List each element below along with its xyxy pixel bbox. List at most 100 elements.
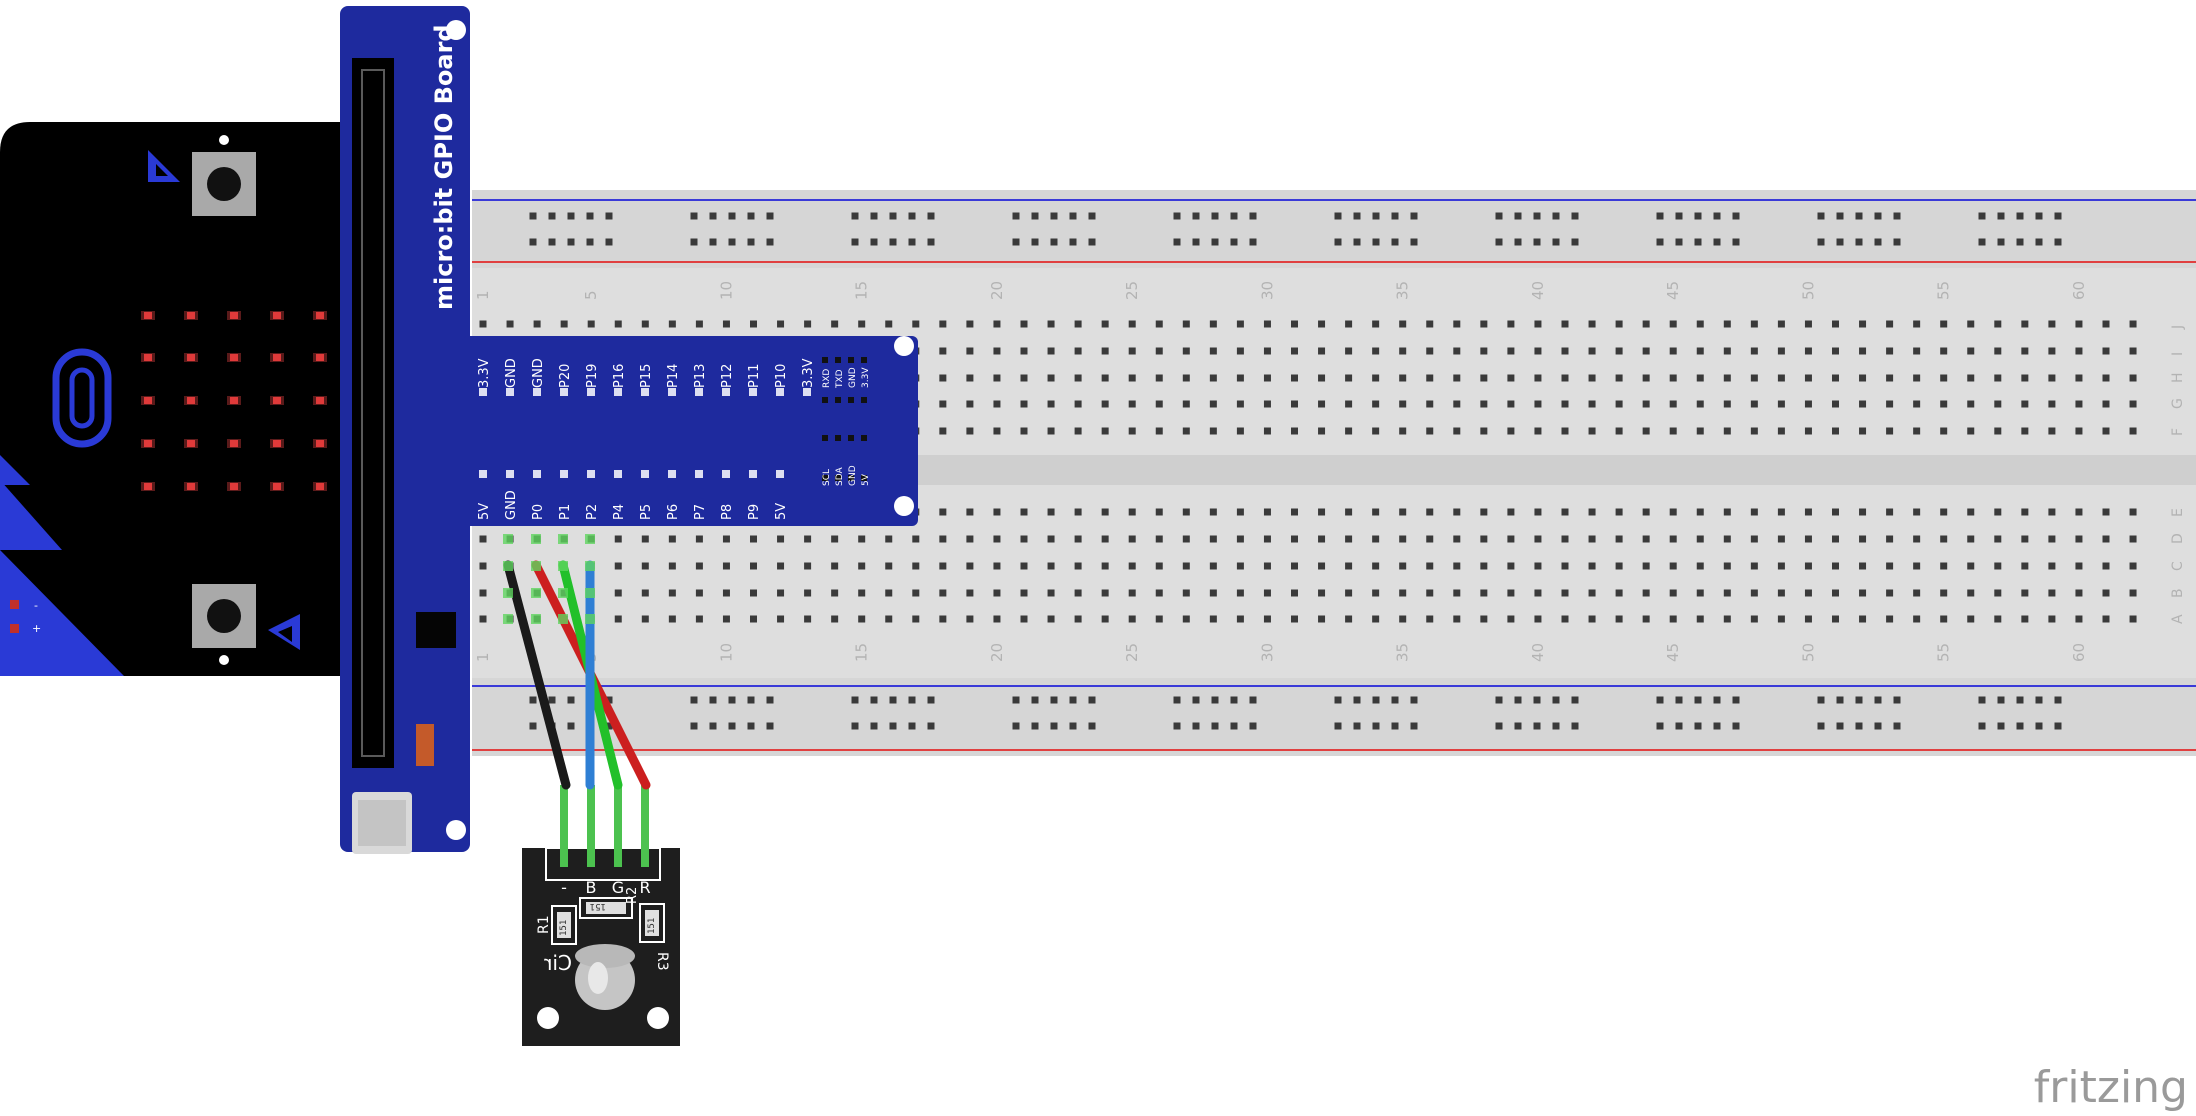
rail-hole[interactable] <box>1514 722 1522 730</box>
terminal-hole[interactable] <box>2048 374 2056 382</box>
terminal-hole[interactable] <box>1209 374 1217 382</box>
terminal-hole[interactable] <box>1345 535 1353 543</box>
terminal-hole[interactable] <box>1615 374 1623 382</box>
terminal-hole[interactable] <box>1263 374 1271 382</box>
terminal-hole[interactable] <box>1291 562 1298 570</box>
terminal-hole[interactable] <box>2021 400 2029 408</box>
rail-hole[interactable] <box>1031 722 1039 730</box>
rail-hole[interactable] <box>1694 696 1702 704</box>
rail-hole[interactable] <box>1978 212 1986 220</box>
rail-hole[interactable] <box>1997 212 2005 220</box>
button-a[interactable] <box>192 135 256 216</box>
rail-hole[interactable] <box>2035 696 2043 704</box>
terminal-hole[interactable] <box>1507 535 1515 543</box>
header-pin[interactable] <box>560 470 568 478</box>
terminal-hole[interactable] <box>614 320 622 328</box>
rail-hole[interactable] <box>1893 238 1901 246</box>
terminal-hole[interactable] <box>2102 347 2110 355</box>
terminal-hole[interactable] <box>1263 589 1271 597</box>
terminal-hole[interactable] <box>479 320 487 328</box>
terminal-hole[interactable] <box>2102 508 2110 516</box>
terminal-hole[interactable] <box>1426 589 1434 597</box>
terminal-hole[interactable] <box>1074 347 1082 355</box>
terminal-hole[interactable] <box>1209 400 1217 408</box>
terminal-hole[interactable] <box>1074 374 1082 382</box>
terminal-hole[interactable] <box>912 320 920 328</box>
terminal-hole[interactable] <box>1859 562 1867 570</box>
rail-hole[interactable] <box>1855 238 1863 246</box>
rail-hole[interactable] <box>1410 722 1418 730</box>
ground-wire[interactable] <box>503 560 571 790</box>
rail-hole[interactable] <box>851 696 859 704</box>
terminal-hole[interactable] <box>1209 347 1217 355</box>
terminal-hole[interactable] <box>1642 374 1650 382</box>
rail-hole[interactable] <box>1410 696 1418 704</box>
terminal-hole[interactable] <box>1994 374 2002 382</box>
rail-hole[interactable] <box>747 212 755 220</box>
terminal-hole[interactable] <box>750 535 757 543</box>
terminal-hole[interactable] <box>2021 374 2029 382</box>
terminal-hole[interactable] <box>750 320 757 328</box>
header-pin[interactable] <box>614 470 622 478</box>
terminal-hole[interactable] <box>1291 320 1298 328</box>
rail-hole[interactable] <box>1836 722 1844 730</box>
rail-hole[interactable] <box>1088 238 1096 246</box>
terminal-hole[interactable] <box>1453 562 1461 570</box>
terminal-hole[interactable] <box>1588 320 1596 328</box>
terminal-hole[interactable] <box>1994 347 2002 355</box>
terminal-hole[interactable] <box>1886 562 1894 570</box>
terminal-hole[interactable] <box>1967 589 1975 597</box>
header-pin[interactable] <box>749 470 757 478</box>
terminal-hole[interactable] <box>1804 589 1812 597</box>
rail-hole[interactable] <box>1211 238 1219 246</box>
terminal-hole[interactable] <box>1642 535 1650 543</box>
terminal-hole[interactable] <box>2075 535 2083 543</box>
terminal-hole[interactable] <box>1967 374 1975 382</box>
terminal-hole[interactable] <box>641 535 649 543</box>
terminal-hole[interactable] <box>1155 562 1163 570</box>
header-pin[interactable] <box>803 388 811 396</box>
rail-hole[interactable] <box>2016 696 2024 704</box>
terminal-hole[interactable] <box>1291 508 1298 516</box>
rail-hole[interactable] <box>1552 212 1560 220</box>
rail-hole[interactable] <box>1656 722 1664 730</box>
terminal-hole[interactable] <box>1318 374 1326 382</box>
terminal-hole[interactable] <box>1723 615 1731 623</box>
rail-hole[interactable] <box>1533 238 1541 246</box>
terminal-hole[interactable] <box>912 535 920 543</box>
terminal-hole[interactable] <box>1128 535 1136 543</box>
header-pin[interactable] <box>614 388 622 396</box>
rail-hole[interactable] <box>1675 212 1683 220</box>
terminal-hole[interactable] <box>912 562 920 570</box>
rail-hole[interactable] <box>1069 212 1077 220</box>
rail-hole[interactable] <box>1817 212 1825 220</box>
terminal-hole[interactable] <box>1155 589 1163 597</box>
rail-hole[interactable] <box>690 696 698 704</box>
terminal-hole[interactable] <box>668 562 676 570</box>
terminal-hole[interactable] <box>1020 347 1028 355</box>
rail-hole[interactable] <box>1031 212 1039 220</box>
terminal-hole[interactable] <box>1507 508 1515 516</box>
rail-hole[interactable] <box>1713 696 1721 704</box>
terminal-hole[interactable] <box>1886 374 1894 382</box>
header-pin[interactable] <box>560 388 568 396</box>
terminal-hole[interactable] <box>1561 320 1569 328</box>
terminal-hole[interactable] <box>1453 427 1461 435</box>
terminal-hole[interactable] <box>1480 320 1488 328</box>
terminal-hole[interactable] <box>695 535 703 543</box>
rail-hole[interactable] <box>605 722 613 730</box>
terminal-hole[interactable] <box>1020 562 1028 570</box>
header-pin[interactable] <box>749 388 757 396</box>
terminal-hole[interactable] <box>1263 615 1271 623</box>
terminal-hole[interactable] <box>1913 400 1921 408</box>
terminal-hole[interactable] <box>1534 508 1542 516</box>
terminal-hole[interactable] <box>2075 615 2083 623</box>
terminal-hole[interactable] <box>993 320 1001 328</box>
terminal-hole[interactable] <box>966 347 974 355</box>
rail-hole[interactable] <box>927 212 935 220</box>
terminal-hole[interactable] <box>1399 347 1407 355</box>
terminal-hole[interactable] <box>1804 374 1812 382</box>
terminal-hole[interactable] <box>1669 374 1677 382</box>
header-pin[interactable] <box>587 470 595 478</box>
terminal-hole[interactable] <box>885 562 893 570</box>
